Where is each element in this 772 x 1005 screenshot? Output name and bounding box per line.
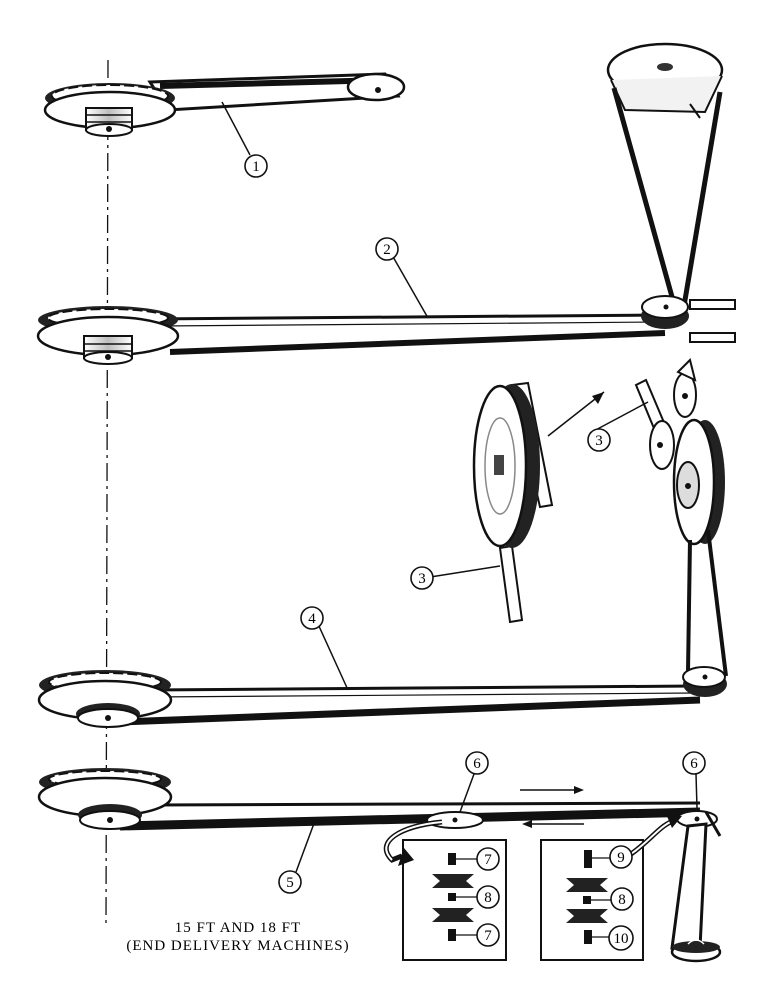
svg-text:7: 7 bbox=[484, 852, 492, 868]
callout-2: 2 bbox=[375, 237, 399, 261]
callout-6-left: 6 bbox=[465, 751, 489, 775]
pulley-half-upper-right bbox=[566, 878, 608, 892]
washer-7b bbox=[448, 929, 456, 941]
drive-4 bbox=[37, 666, 727, 728]
spacer-10 bbox=[584, 930, 592, 944]
drive-5 bbox=[37, 768, 722, 963]
svg-text:4: 4 bbox=[308, 611, 316, 627]
spacer-9 bbox=[584, 850, 592, 868]
callout-leaders bbox=[221, 101, 698, 873]
callout-7-upper: 7 bbox=[476, 847, 500, 871]
svg-text:6: 6 bbox=[473, 756, 481, 772]
pulley-half-lower-right bbox=[566, 909, 608, 923]
vertical-belt-left bbox=[611, 87, 677, 305]
svg-text:3: 3 bbox=[595, 433, 603, 449]
gearbox-belt-left bbox=[686, 539, 692, 673]
drive-1 bbox=[43, 72, 406, 137]
svg-text:7: 7 bbox=[484, 928, 492, 944]
belt-4 bbox=[149, 684, 696, 692]
callout-10: 10 bbox=[608, 925, 634, 951]
exploded-pulley-assembly bbox=[472, 358, 728, 677]
caption-line-2: (END DELIVERY MACHINES) bbox=[126, 938, 349, 954]
caption-line-1: 15 FT AND 18 FT bbox=[175, 920, 301, 936]
idler-pulley-1 bbox=[346, 72, 406, 102]
callout-3-lower: 3 bbox=[410, 566, 434, 590]
svg-text:10: 10 bbox=[614, 931, 629, 947]
belt-5 bbox=[149, 801, 701, 807]
callout-8-left: 8 bbox=[476, 885, 500, 909]
pulley-half-upper bbox=[432, 874, 474, 888]
svg-text:5: 5 bbox=[286, 875, 294, 891]
belt-2 bbox=[149, 313, 661, 321]
callout-5: 5 bbox=[278, 870, 302, 894]
callout-7-lower: 7 bbox=[476, 923, 500, 947]
svg-text:3: 3 bbox=[418, 571, 426, 587]
callout-9: 9 bbox=[609, 845, 633, 869]
svg-text:2: 2 bbox=[383, 242, 391, 258]
svg-text:8: 8 bbox=[484, 890, 492, 906]
callout-4: 4 bbox=[300, 606, 324, 630]
callout-8-right: 8 bbox=[610, 887, 634, 911]
washer-7a bbox=[448, 853, 456, 865]
svg-text:8: 8 bbox=[618, 892, 626, 908]
upper-drive-housing bbox=[606, 42, 724, 307]
gearbox-belt-right bbox=[706, 529, 728, 677]
svg-text:6: 6 bbox=[690, 756, 698, 772]
pulley-half-lower bbox=[432, 908, 474, 922]
svg-text:1: 1 bbox=[252, 159, 260, 175]
callout-6-right: 6 bbox=[682, 751, 706, 775]
svg-text:9: 9 bbox=[617, 850, 625, 866]
callouts: 1 2 3 3 4 5 6 6 bbox=[244, 154, 706, 951]
vertical-belt-right bbox=[681, 91, 723, 307]
spacer-8b bbox=[583, 896, 591, 904]
callout-3-upper: 3 bbox=[587, 428, 611, 452]
drive-2 bbox=[36, 295, 736, 365]
spacer-8a bbox=[448, 893, 456, 901]
callout-1: 1 bbox=[244, 154, 268, 178]
